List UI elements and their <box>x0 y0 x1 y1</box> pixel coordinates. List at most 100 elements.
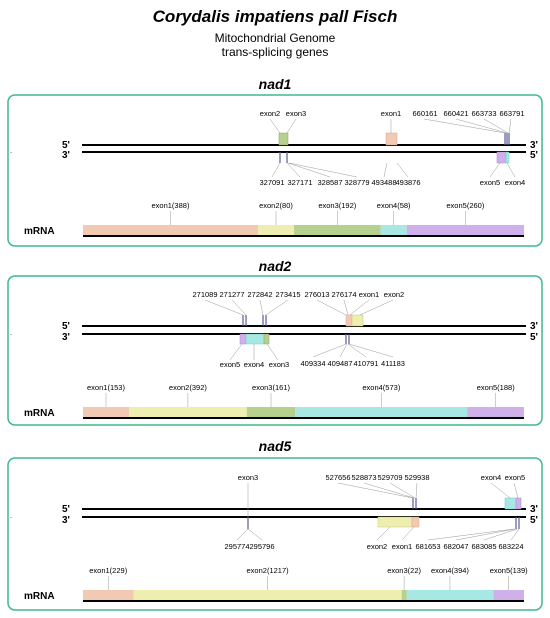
page-title: Corydalis impatiens pall Fisch <box>153 7 398 26</box>
nad2-exon2-box <box>351 314 364 327</box>
nad2-bottom-label-2: exon4 <box>244 360 264 369</box>
nad1-top-label-7: 663791 <box>499 109 524 118</box>
nad1-bottom-label-3: 328587 <box>317 178 342 187</box>
nad5-mrna-segment-2 <box>133 590 402 600</box>
nad1-mrna-segment-3 <box>294 225 381 235</box>
panel-frame-nad1 <box>7 94 543 247</box>
nad2-bottom-label-4: 409334 <box>300 359 325 368</box>
nad5-bottom-label-5: 681653 <box>415 542 440 551</box>
nad1-exon4-box <box>505 151 510 164</box>
nad5-exon5-box <box>515 497 522 510</box>
nad2-mrna-segment-5 <box>467 407 524 417</box>
nad5-bottom-label-3: exon2 <box>367 542 387 551</box>
nad5-bottom-label-4: exon1 <box>392 542 412 551</box>
nad5-position-markers <box>247 498 520 529</box>
nad1-leader-lines <box>269 118 516 178</box>
nad2-mrna-exon-label-3: exon3(161) <box>252 383 290 392</box>
nad2-mrna-exon-label-4: exon4(573) <box>362 383 400 392</box>
nad1-mrna-exon-label-2: exon2(80) <box>259 201 293 210</box>
nad5-top-label-5: 529938 <box>404 473 429 482</box>
nad1-mrna-segment-5 <box>406 225 524 235</box>
nad1-mrna-track: exon1(388)exon2(80)exon3(192)exon4(58)ex… <box>83 201 524 237</box>
nad2-top-label-6: 276174 <box>331 290 356 299</box>
nad2-top-label-2: 271277 <box>219 290 244 299</box>
nad5-leader-lines <box>236 482 520 541</box>
nad5-mrna-track: exon1(229) exon2(1217) exon3(22) exon4(394)… <box>83 566 528 602</box>
nad2-top-label-7: exon1 <box>359 290 379 299</box>
nad5-mrna-label: mRNA <box>24 591 55 602</box>
nad5-top-label-3: 528873 <box>351 473 376 482</box>
nad2-mrna-segment-4 <box>295 407 468 417</box>
nad5-exon1-box <box>411 516 420 528</box>
nad5-mrna-segment-3 <box>401 590 407 600</box>
nad1-bottom-label-6: 493876 <box>395 178 420 187</box>
dot-marker-3: . <box>10 511 12 520</box>
strand-label-5-top-left: 5' <box>62 140 70 151</box>
nad1-top-label-3: exon1 <box>381 109 401 118</box>
nad5-bottom-label-7: 683085 <box>471 542 496 551</box>
panel-nad1: nad1 5' 3' 3' 5' . <box>7 76 543 247</box>
nad2-bottom-label-3: exon3 <box>269 360 289 369</box>
nad2-bottom-label-6: 410791 <box>353 359 378 368</box>
nad5-mrna-exon-label-1: exon1(229) <box>89 566 127 575</box>
nad2-mrna-label: mRNA <box>24 408 55 419</box>
panel-nad5: nad5 5' 3' 3' 5' . <box>7 438 543 611</box>
dot-marker: . <box>10 146 12 155</box>
nad5-top-label-1: exon3 <box>238 473 258 482</box>
nad1-top-label-5: 660421 <box>443 109 468 118</box>
nad5-mrna-segment-4 <box>406 590 494 600</box>
nad5-bottom-label-8: 683224 <box>498 542 523 551</box>
nad5-mrna-segment-5 <box>493 590 524 600</box>
strand-label-5-bottom-right: 5' <box>530 150 538 161</box>
nad2-bottom-label-5: 409487 <box>327 359 352 368</box>
strand-label-3-bottom-left: 3' <box>62 150 70 161</box>
nad2-top-label-8: exon2 <box>384 290 404 299</box>
nad5-bottom-label-1: 295774 <box>224 542 249 551</box>
nad1-top-label-1: exon2 <box>260 109 280 118</box>
strand-label-5-top-left-2: 5' <box>62 321 70 332</box>
nad2-mrna-exon-label-1: exon1(153) <box>87 383 125 392</box>
nad5-mrna-exon-label-5: exon5(139) <box>490 566 528 575</box>
strand-label-3-top-right-2: 3' <box>530 321 538 332</box>
nad1-bottom-label-1: 327091 <box>259 178 284 187</box>
nad5-exon2-box <box>377 516 413 528</box>
nad1-exon5-box <box>496 151 507 164</box>
nad1-mrna-label: mRNA <box>24 226 55 237</box>
nad5-mrna-segment-1 <box>83 590 134 600</box>
nad2-top-label-4: 273415 <box>275 290 300 299</box>
nad2-exon1-box <box>345 314 353 327</box>
strand-label-5-bottom-right-3: 5' <box>530 515 538 526</box>
nad5-top-label-6: exon4 <box>481 473 501 482</box>
nad1-bottom-label-8: exon4 <box>505 178 525 187</box>
nad2-top-label-5: 276013 <box>304 290 329 299</box>
nad1-mrna-segment-2 <box>257 225 295 235</box>
nad2-mrna-segment-1 <box>83 407 129 417</box>
nad1-exon1-box <box>385 132 398 146</box>
nad2-exon5-box <box>239 333 247 345</box>
strand-label-3-top-right: 3' <box>530 140 538 151</box>
nad5-top-label-4: 529709 <box>377 473 402 482</box>
nad1-mrna-exon-label-4: exon4(58) <box>377 201 411 210</box>
panel-nad2: nad2 5' 3' 3' 5' . <box>7 258 543 426</box>
nad2-bottom-label-1: exon5 <box>220 360 240 369</box>
nad5-mrna-exon-label-2: exon2(1217) <box>247 566 290 575</box>
nad2-exon4-box <box>245 333 265 345</box>
nad2-mrna-exon-label-2: exon2(392) <box>169 383 207 392</box>
strand-label-3-bottom-left-3: 3' <box>62 515 70 526</box>
nad5-bottom-label-6: 682047 <box>443 542 468 551</box>
nad2-mrna-segment-2 <box>128 407 247 417</box>
nad5-exon4-box <box>504 497 517 510</box>
nad1-top-label-2: exon3 <box>286 109 306 118</box>
nad1-exon3-box <box>278 132 289 146</box>
nad5-mrna-exon-label-4: exon4(394) <box>431 566 469 575</box>
dot-marker-2: . <box>10 328 12 337</box>
nad1-bottom-label-2: 327171 <box>287 178 312 187</box>
nad5-top-label-2: 527656 <box>325 473 350 482</box>
nad2-mrna-track: exon1(153) exon2(392) exon3(161) exon4(573)… <box>83 383 524 419</box>
strand-label-3-top-right-3: 3' <box>530 504 538 515</box>
nad2-leader-lines <box>204 299 394 361</box>
nad2-top-label-3: 272842 <box>247 290 272 299</box>
nad1-position-markers <box>279 133 510 163</box>
nad5-bottom-label-2: 295796 <box>249 542 274 551</box>
nad5-mrna-exon-label-3: exon3(22) <box>387 566 421 575</box>
